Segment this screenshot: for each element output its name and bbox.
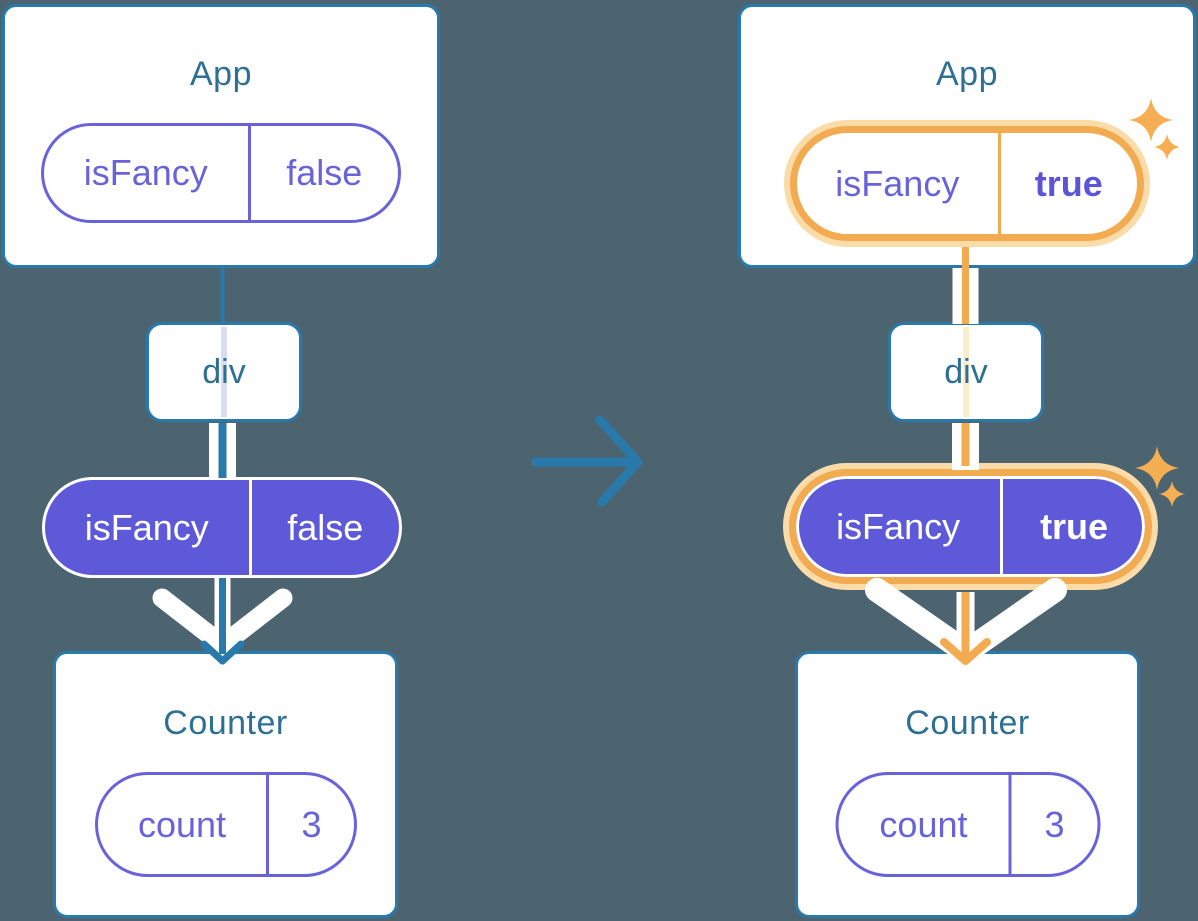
transition-arrow-icon	[595, 415, 643, 507]
state-value: true	[1034, 162, 1103, 204]
left-counter-card: Counter count 3	[53, 651, 398, 918]
prop-key: isFancy	[84, 506, 209, 548]
right-counter-state-pill: count 3	[835, 772, 1100, 877]
left-div-box: div	[146, 322, 302, 422]
state-key: isFancy	[835, 162, 960, 204]
state-value: false	[286, 152, 363, 193]
pill-divider	[1000, 476, 1004, 577]
state-key: isFancy	[83, 152, 208, 193]
prop-value: true	[1040, 505, 1109, 547]
pill-divider	[997, 133, 1001, 234]
component-title: App	[190, 55, 252, 93]
component-title: Counter	[163, 704, 288, 742]
right-app-card: App isFancy true	[738, 4, 1196, 268]
prop-key: isFancy	[836, 505, 961, 547]
left-prop-pill: isFancy false	[42, 477, 402, 578]
left-counter-state-pill: count 3	[94, 772, 357, 877]
right-prop-pill: isFancy true	[789, 469, 1152, 584]
state-value: 3	[1044, 803, 1065, 845]
prop-flow-chevron-icon	[152, 588, 293, 655]
right-app-state-pill-highlight: isFancy true	[784, 120, 1150, 247]
component-title: Counter	[905, 704, 1030, 742]
prop-value: false	[287, 506, 364, 548]
sparkle-icon	[1159, 481, 1185, 507]
right-counter-card: Counter count 3	[795, 651, 1140, 918]
div-label: div	[944, 352, 988, 391]
prop-thread-line	[963, 327, 969, 417]
state-key: count	[137, 803, 227, 845]
right-app-state-pill: isFancy true	[790, 126, 1144, 241]
right-div-box: div	[888, 322, 1044, 422]
pill-divider	[1008, 775, 1012, 874]
pill-divider	[248, 480, 252, 575]
pill-divider	[247, 126, 251, 220]
right-prop-pill-highlight: isFancy true	[783, 463, 1158, 590]
prop-flow-chevron-icon	[865, 578, 1067, 664]
left-app-card: App isFancy false	[2, 4, 440, 268]
div-label: div	[202, 352, 246, 391]
component-title: App	[936, 55, 998, 93]
prop-thread-line	[221, 327, 227, 417]
state-value: 3	[301, 803, 322, 845]
state-key: count	[879, 803, 968, 845]
left-app-state-pill: isFancy false	[41, 123, 401, 223]
pill-divider	[266, 775, 270, 874]
